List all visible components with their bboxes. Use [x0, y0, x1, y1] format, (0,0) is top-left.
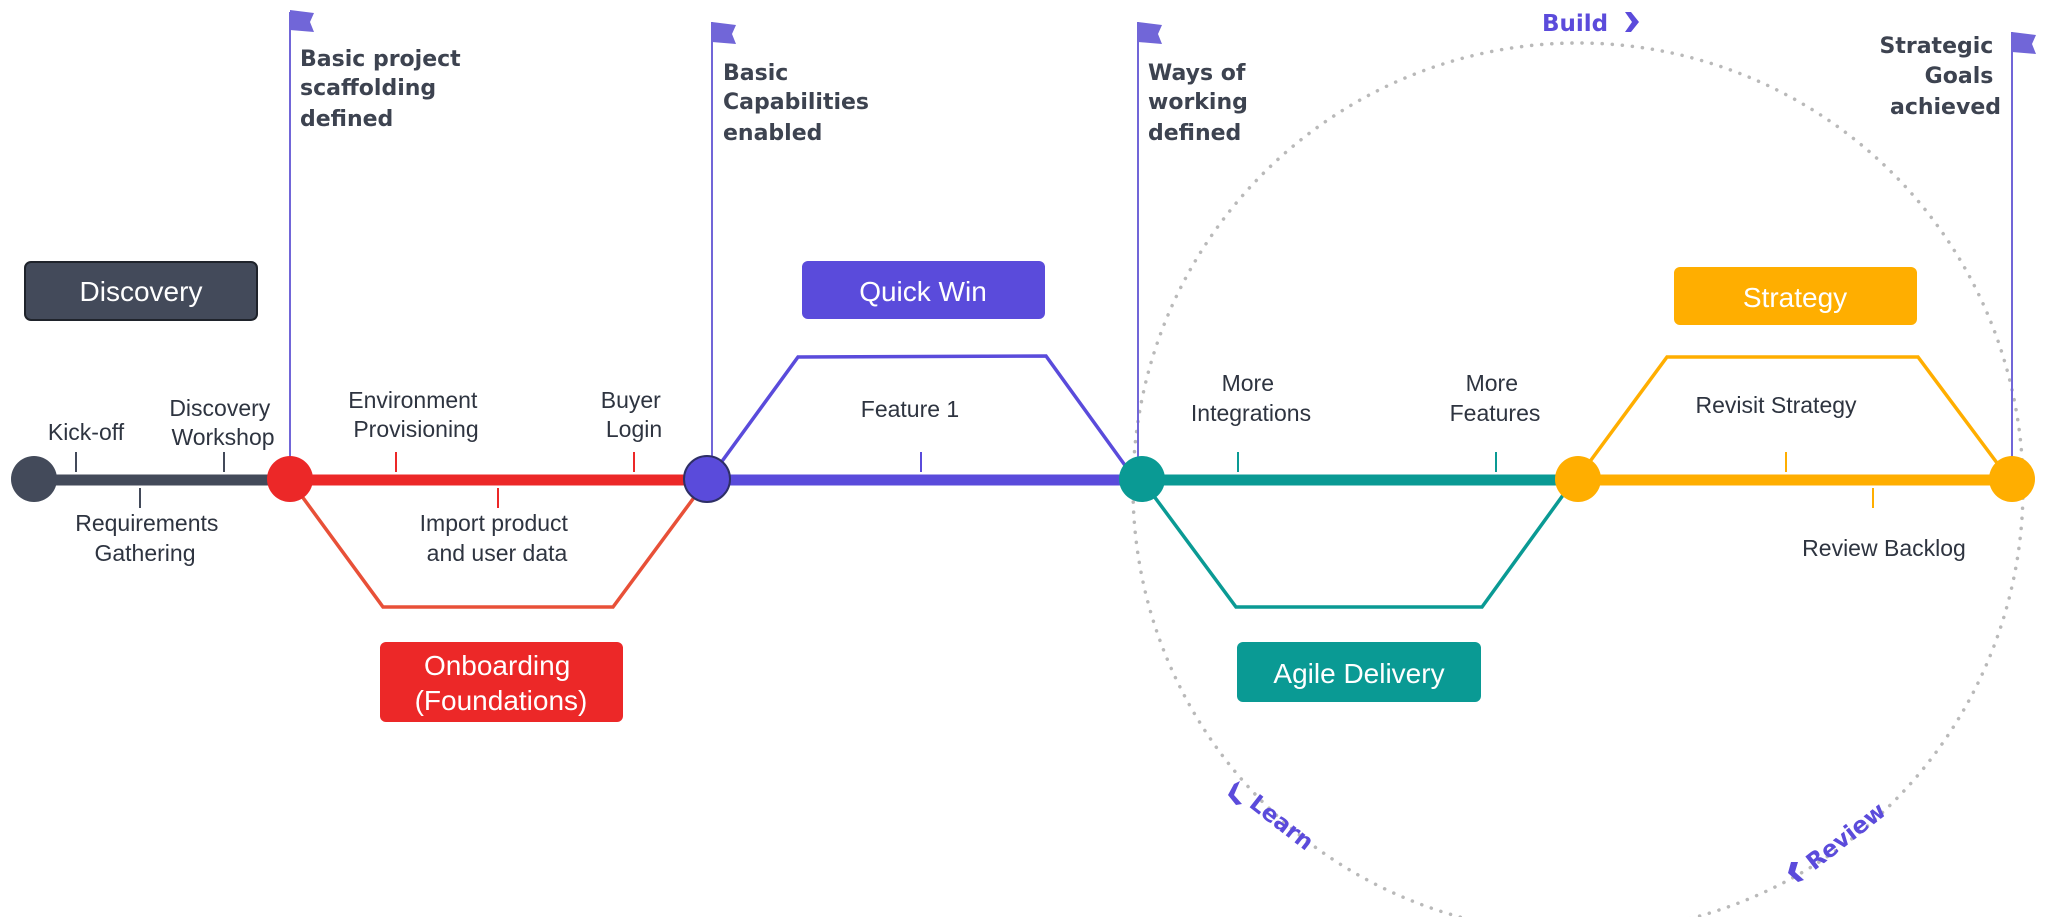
flag-icon — [1138, 22, 1162, 44]
step-environment-label: Environment Provisioning — [348, 387, 484, 442]
quickwin-phase-label: Quick Win — [859, 276, 987, 307]
step-more-integrations-label: More Integrations — [1191, 370, 1311, 426]
step-review-backlog-label: Review Backlog — [1802, 535, 1966, 561]
node-start — [11, 456, 57, 502]
onboarding-branch — [288, 478, 709, 609]
step-kickoff-label: Kick-off — [48, 419, 125, 445]
strategy-phase-box — [1674, 267, 1917, 325]
chevron-left-icon — [1788, 862, 1804, 882]
milestone-3-label: Ways of working defined — [1148, 61, 1256, 146]
agile-branch — [1140, 478, 1576, 609]
strategy-phase-label: Strategy — [1743, 282, 1847, 313]
flag-icon — [712, 22, 736, 44]
discovery-phase-label: Discovery — [80, 276, 203, 307]
agile-phase-box — [1237, 642, 1481, 702]
onboarding-phase-label: Onboarding (Foundations) — [415, 650, 588, 716]
node-milestone-1 — [267, 456, 313, 502]
quickwin-phase-box — [802, 261, 1045, 319]
discovery-phase-box — [24, 261, 258, 321]
step-more-features-label: More Features — [1450, 370, 1541, 426]
milestone-1-label: Basic project scaffolding defined — [300, 47, 468, 132]
step-discovery-workshop-label: Discovery Workshop — [169, 395, 276, 450]
step-feature1-label: Feature 1 — [861, 396, 959, 422]
step-ticks — [75, 452, 1874, 508]
flag-icon — [2012, 32, 2036, 54]
chevron-left-icon — [1228, 781, 1242, 805]
node-milestone-2 — [683, 455, 731, 503]
cycle-build-label: Build — [1542, 11, 1608, 37]
milestone-flags — [290, 10, 2036, 54]
agile-phase-label: Agile Delivery — [1273, 658, 1444, 689]
strategy-branch — [1578, 355, 2008, 477]
node-strategy-start — [1555, 456, 1601, 502]
milestone-4-label: Strategic Goals achieved — [1880, 34, 2002, 120]
flag-icon — [290, 10, 314, 32]
step-import-label: Import product and user data — [420, 510, 575, 566]
node-milestone-4 — [1989, 456, 2035, 502]
onboarding-phase-box — [380, 642, 623, 722]
quickwin-branch — [710, 354, 1134, 477]
cycle-review-label: Review — [1802, 798, 1891, 876]
milestone-2-label: Basic Capabilities enabled — [723, 61, 877, 146]
step-revisit-strategy-label: Revisit Strategy — [1695, 392, 1857, 418]
step-requirements-label: Requirements Gathering — [75, 510, 225, 566]
node-milestone-3 — [1119, 456, 1165, 502]
chevron-right-icon — [1625, 12, 1639, 32]
milestone-flag-poles — [289, 12, 2013, 460]
cycle-learn-label: Learn — [1244, 790, 1318, 856]
step-buyer-login-label: Buyer Login — [601, 387, 667, 442]
